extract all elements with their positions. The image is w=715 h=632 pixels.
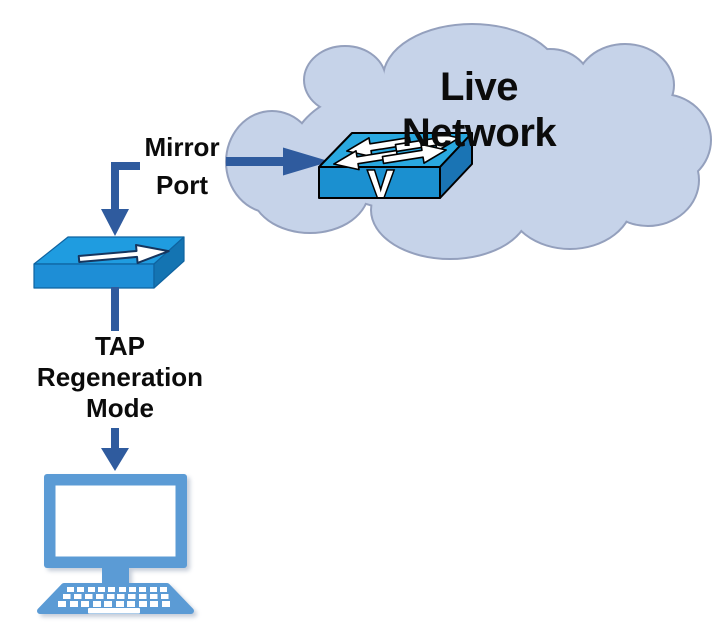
cloud-label: Live Network [401,65,557,155]
switch-icon: V [318,127,473,208]
monitor-stand [102,568,129,585]
computer-icon [37,474,194,614]
tap-front-face [33,263,155,289]
spacebar-key [88,608,140,614]
tap-side-face [153,236,185,289]
tap-to-computer-arrow [101,428,129,471]
keyboard-keys [58,587,170,614]
tap-icon [33,236,185,289]
tap-arrow-icon [77,243,170,264]
tap-mode-label: TAP Regeneration Mode [36,331,204,423]
mirror-to-network-arrow [226,147,330,176]
switch-side-face [439,132,473,199]
monitor-screen [55,485,176,557]
mirror-port-label: Mirror Port [144,132,220,200]
switch-v-label: V [368,164,394,206]
mirror-to-tap-arrow [101,162,140,236]
